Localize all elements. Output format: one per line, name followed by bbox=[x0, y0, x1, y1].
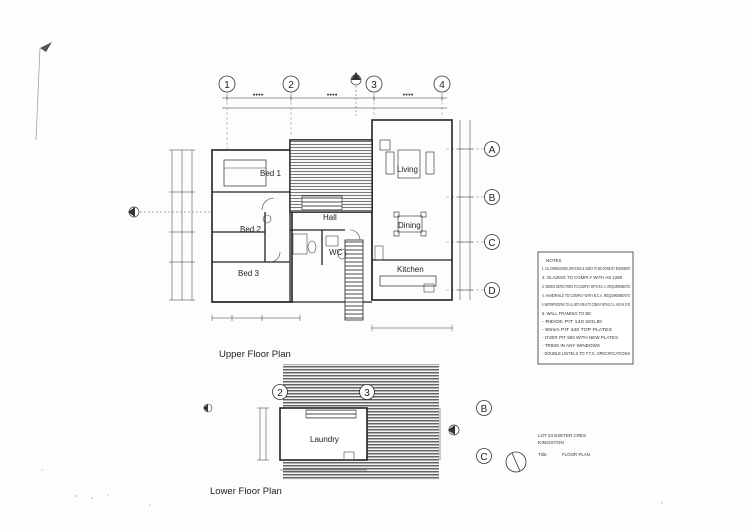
note-2: 2. GLAZING TO COMPLY WITH AS 1288 bbox=[542, 275, 622, 280]
title-block-address: LOT 23 EXETER CRES bbox=[538, 433, 586, 438]
svg-text:●●●●: ●●●● bbox=[327, 92, 338, 97]
note-11: - DOUBLE LINTELS TO T.T.C. SPECIFICATION… bbox=[542, 351, 630, 356]
room-laundry: Laundry bbox=[310, 435, 339, 444]
room-dining: Dining bbox=[398, 221, 421, 230]
grid-col-3: 3 bbox=[371, 80, 377, 91]
grid-col-2: 2 bbox=[288, 80, 294, 91]
stairs bbox=[344, 239, 364, 321]
kitchen-bench bbox=[379, 275, 437, 287]
grid-row-d: D bbox=[488, 286, 495, 297]
room-bed-1: Bed 1 bbox=[260, 169, 281, 178]
room-living: Living bbox=[397, 165, 418, 174]
north-arrow-icon bbox=[505, 451, 527, 473]
room-hall: Hall bbox=[323, 213, 337, 222]
note-1: 1. ALL DIMENSIONS, BRACING & SIZES TO BE… bbox=[542, 266, 630, 271]
note-6: 6. WALL FRAMING TO BE: bbox=[542, 311, 592, 316]
section-marker-top bbox=[350, 72, 362, 118]
grid-row-c: C bbox=[488, 238, 495, 249]
dining-table bbox=[393, 211, 427, 237]
section-marker-left bbox=[128, 206, 210, 218]
note-8: - 90mm PIT 440 TOP PLATES bbox=[542, 327, 612, 332]
room-kitchen: Kitchen bbox=[397, 265, 424, 274]
note-7: - RIDGE PIT 140 SOLID bbox=[542, 319, 603, 324]
scan-marks bbox=[41, 469, 663, 506]
grid-columns-upper bbox=[218, 75, 451, 93]
grid-row-a: A bbox=[489, 145, 496, 156]
lower-grid-col-3: 3 bbox=[364, 388, 370, 399]
sheet-corner-mark bbox=[35, 42, 52, 141]
title-block: LOT 23 EXETER CRES KINGSTON Title: FLOOR… bbox=[538, 433, 590, 457]
title-block-value: FLOOR PLAN bbox=[562, 452, 590, 457]
living-furniture bbox=[379, 139, 435, 179]
upper-floor-plan: 1 2 3 4 ●●●● ●●●● ●●●● bbox=[128, 72, 500, 360]
lower-grid-row-b: B bbox=[481, 404, 488, 415]
note-3: 3. SMOKE DETECTORS TO COMPLY WITH B.C.A.… bbox=[542, 284, 630, 289]
title-block-label: Title: bbox=[538, 452, 548, 457]
lower-floor-plan-title: Lower Floor Plan bbox=[210, 486, 282, 497]
notes-heading: NOTES bbox=[546, 258, 562, 263]
lower-floor-plan: 2 3 B C Laundry Lower Floor Plan bbox=[203, 364, 492, 497]
svg-text:●●●●: ●●●● bbox=[403, 92, 414, 97]
room-bed-2: Bed 2 bbox=[240, 225, 261, 234]
upper-floor-plan-title: Upper Floor Plan bbox=[219, 349, 291, 360]
note-4: 4. HANDRAILS TO COMPLY WITH B.C.A. REQUI… bbox=[542, 293, 630, 298]
room-wc: WC bbox=[329, 248, 343, 257]
note-9: - OVER PIT 900 WITH NEW PLATES bbox=[542, 335, 618, 340]
title-block-suburb: KINGSTON bbox=[538, 440, 564, 445]
bed-1-furniture bbox=[223, 159, 267, 187]
grid-row-b: B bbox=[489, 193, 496, 204]
lower-grid-row-c: C bbox=[480, 452, 487, 463]
svg-text:●●●●: ●●●● bbox=[253, 92, 264, 97]
lower-grid-col-2: 2 bbox=[277, 388, 283, 399]
notes-box: NOTES 1. ALL DIMENSIONS, BRACING & SIZES… bbox=[537, 251, 634, 365]
grid-col-1: 1 bbox=[224, 80, 230, 91]
note-5: 5. WATERPROOFING TO ALL WET AREAS TO COM… bbox=[542, 302, 630, 307]
grid-col-4: 4 bbox=[439, 80, 445, 91]
note-10: - TRIMS IN ANY WINDOWS bbox=[542, 343, 600, 348]
room-bed-3: Bed 3 bbox=[238, 269, 259, 278]
grid-rows-upper bbox=[484, 141, 500, 298]
